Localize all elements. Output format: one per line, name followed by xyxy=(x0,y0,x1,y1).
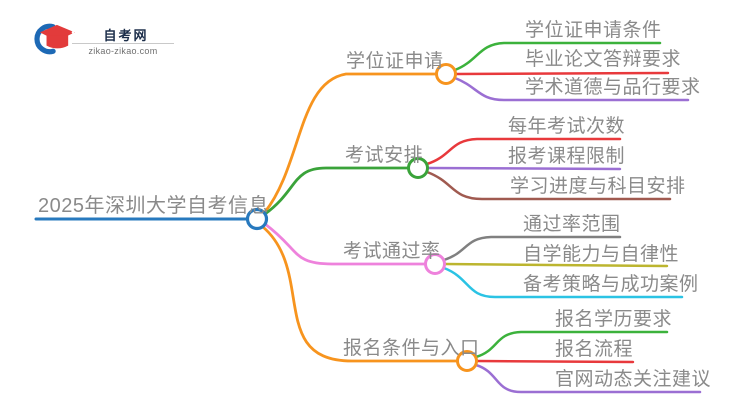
connector-branch-4-sub-2 xyxy=(475,359,635,364)
connector-branch-3-sub-1 xyxy=(442,235,622,262)
branch-4-sub-2-label: 报名流程 xyxy=(555,339,634,360)
connector-branch-1-sub-3 xyxy=(453,76,690,102)
branch-2-sub-2-label: 报考课程限制 xyxy=(508,146,626,167)
logo-divider xyxy=(72,43,174,44)
branch-3-sub-1-label: 通过率范围 xyxy=(523,214,621,235)
branch-3-sub-2-label: 自学能力与自律性 xyxy=(523,244,680,265)
connector-root-branch-2 xyxy=(263,166,410,216)
branch-1-sub-2-label: 毕业论文答辩要求 xyxy=(525,49,682,70)
branch-1-sub-3-label: 学术道德与品行要求 xyxy=(525,77,701,98)
connector-branch-2-sub-3 xyxy=(425,170,672,201)
node-circle-branch-1 xyxy=(435,63,457,85)
site-url: zikao-zikao.com xyxy=(88,46,158,56)
connector-branch-4-sub-3 xyxy=(474,363,702,394)
branch-3-sub-3-label: 备考策略与成功案例 xyxy=(523,274,699,295)
branch-2-sub-3-label: 学习进度与科目安排 xyxy=(510,176,686,197)
connector-branch-1-sub-2 xyxy=(454,71,670,76)
connector-branch-4-sub-1 xyxy=(474,330,669,359)
connector-branch-2-sub-1 xyxy=(425,137,622,166)
branch-4-sub-1-label: 报名学历要求 xyxy=(555,309,673,330)
site-name: 自考网 xyxy=(103,28,149,43)
site-logo: 自考网 zikao-zikao.com xyxy=(33,18,193,62)
branch-3-label: 考试通过率 xyxy=(343,241,441,262)
branch-4-sub-3-label: 官网动态关注建议 xyxy=(555,369,712,390)
node-circle-branch-4 xyxy=(456,350,478,372)
node-circle-branch-3 xyxy=(424,253,446,275)
node-circle-branch-2 xyxy=(407,157,429,179)
connector-root-branch-4 xyxy=(261,225,459,363)
connector-branch-3-sub-3 xyxy=(442,266,684,299)
graduation-cap-icon xyxy=(34,23,75,55)
connector-branch-3-sub-2 xyxy=(443,262,669,268)
connector-branch-2-sub-2 xyxy=(426,166,622,171)
connector-root-branch-1 xyxy=(263,72,438,214)
branch-2-sub-1-label: 每年考试次数 xyxy=(508,116,626,137)
connector-branch-1-sub-1 xyxy=(453,41,662,72)
branch-1-label: 学位证申请 xyxy=(346,51,444,72)
branch-2-label: 考试安排 xyxy=(345,145,424,166)
connector-root-branch-3 xyxy=(263,222,427,266)
branch-1-sub-1-label: 学位证申请条件 xyxy=(525,20,662,41)
branch-4-label: 报名条件与入口 xyxy=(343,338,480,359)
root-topic-label: 2025年深圳大学自考信息 xyxy=(38,195,269,217)
node-circle-root xyxy=(245,207,269,231)
